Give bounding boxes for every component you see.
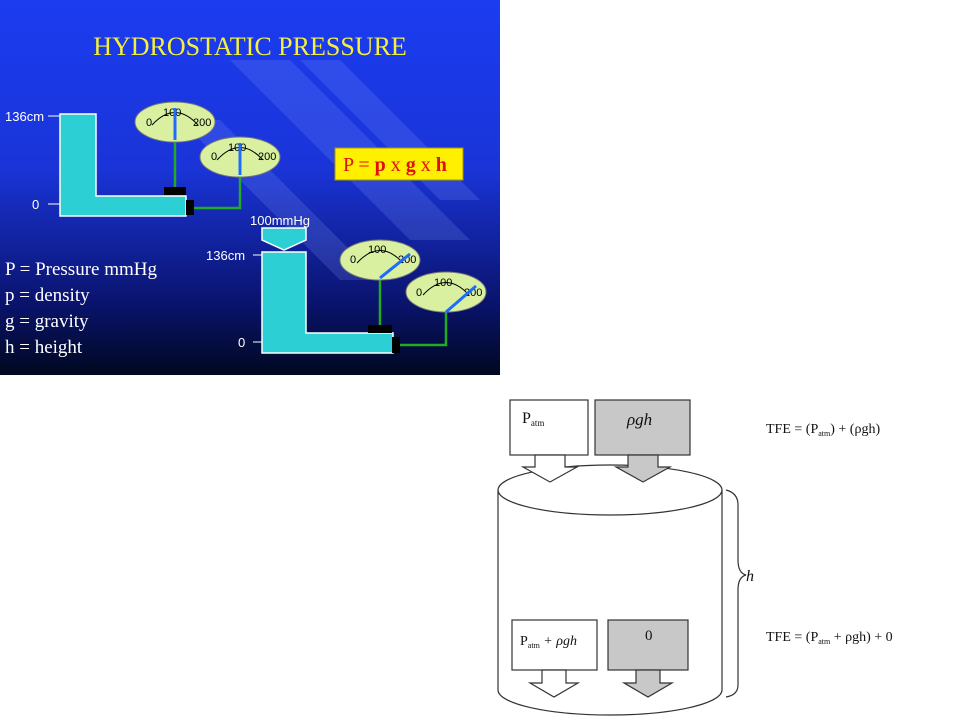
tank-1-water — [59, 113, 187, 217]
tank-1-outlet-cap — [186, 200, 194, 215]
hydrostatic-pressure-slide: HYDROSTATIC PRESSURE 136cm 0 0 100 200 0… — [0, 0, 500, 375]
gauge-2a-needle — [379, 252, 411, 280]
figure-canvas: Patm ρgh Patm + ρgh 0 h TFE = (Patm) + (… — [497, 399, 893, 716]
formula-text: P = p x g x h — [343, 154, 447, 176]
gauge-1b: 0 100 200 — [199, 136, 281, 178]
cylinder — [497, 464, 723, 716]
equation-bottom: TFE = (Patm + ρgh) + 0 — [766, 630, 893, 646]
bottom-left-box-label: Patm + ρgh — [520, 634, 577, 650]
top-left-arrow — [520, 454, 580, 483]
gauge-2a-max: 200 — [398, 254, 416, 266]
tank-2-applied-arrow — [261, 227, 307, 251]
tank-2-valve — [368, 325, 392, 333]
height-label: h — [746, 568, 754, 585]
tank-2-pipe-side — [400, 312, 448, 347]
cylinder-pressure-figure: Patm ρgh Patm + ρgh 0 h TFE = (Patm) + (… — [480, 385, 960, 720]
slide-title: HYDROSTATIC PRESSURE — [93, 32, 407, 61]
tank-2: 100mmHg 136cm 0 — [206, 213, 448, 354]
cylinder-wall — [497, 490, 723, 716]
gauge-1a-min: 0 — [146, 117, 152, 129]
gauge-2b-min: 0 — [416, 287, 422, 299]
tank-1-valve — [164, 187, 186, 195]
top-right-box: ρgh — [594, 399, 691, 483]
top-left-box: Patm — [509, 399, 589, 483]
tank-1-pipe-side — [194, 175, 242, 210]
gauge-1b-min: 0 — [211, 151, 217, 163]
tank-1-bottom-label: 0 — [32, 197, 39, 212]
bottom-left-arrow — [527, 669, 581, 698]
cylinder-top — [497, 464, 723, 516]
slide-canvas: HYDROSTATIC PRESSURE 136cm 0 0 100 200 0… — [0, 0, 500, 375]
tank-2-applied-label: 100mmHg — [250, 213, 310, 228]
tank-2-bottom-label: 0 — [238, 335, 245, 350]
gauge-2a-min: 0 — [350, 254, 356, 266]
bottom-right-box: 0 — [607, 619, 689, 698]
bottom-right-box-label: 0 — [645, 628, 653, 644]
tank-2-top-label: 136cm — [206, 248, 245, 263]
gauge-1a-mid: 100 — [163, 107, 181, 119]
tank-2-outlet-cap — [392, 337, 400, 353]
gauge-1b-max: 200 — [258, 151, 276, 163]
gauge-2b-max: 200 — [464, 287, 482, 299]
gauge-2b: 0 100 200 — [405, 271, 487, 314]
variable-legend: P = Pressure mmHg p = density g = gravit… — [5, 259, 157, 358]
tank-1-top-label: 136cm — [5, 109, 44, 124]
height-brace: h — [725, 489, 754, 698]
legend-line-2: p = density — [5, 285, 90, 306]
gauge-1a-max: 200 — [193, 117, 211, 129]
gauge-2a: 0 100 200 — [339, 239, 421, 281]
tank-1: 136cm 0 — [5, 109, 242, 217]
legend-line-4: h = height — [5, 337, 83, 358]
gauge-2a-mid: 100 — [368, 244, 386, 256]
legend-line-3: g = gravity — [5, 311, 89, 332]
gauge-1b-mid: 100 — [228, 142, 246, 154]
top-right-arrow — [613, 454, 673, 483]
gauge-1a: 0 100 200 — [134, 101, 216, 143]
legend-line-1: P = Pressure mmHg — [5, 259, 157, 280]
equation-top: TFE = (Patm) + (ρgh) — [766, 422, 880, 438]
gauge-2b-mid: 100 — [434, 277, 452, 289]
top-left-box-label: Patm — [522, 410, 544, 428]
bottom-left-box: Patm + ρgh — [511, 619, 598, 698]
gauge-2b-needle — [445, 284, 477, 314]
top-right-box-label: ρgh — [626, 410, 652, 429]
bottom-right-arrow — [621, 669, 675, 698]
formula-box: P = p x g x h — [334, 147, 464, 181]
tank-2-water — [261, 251, 394, 354]
